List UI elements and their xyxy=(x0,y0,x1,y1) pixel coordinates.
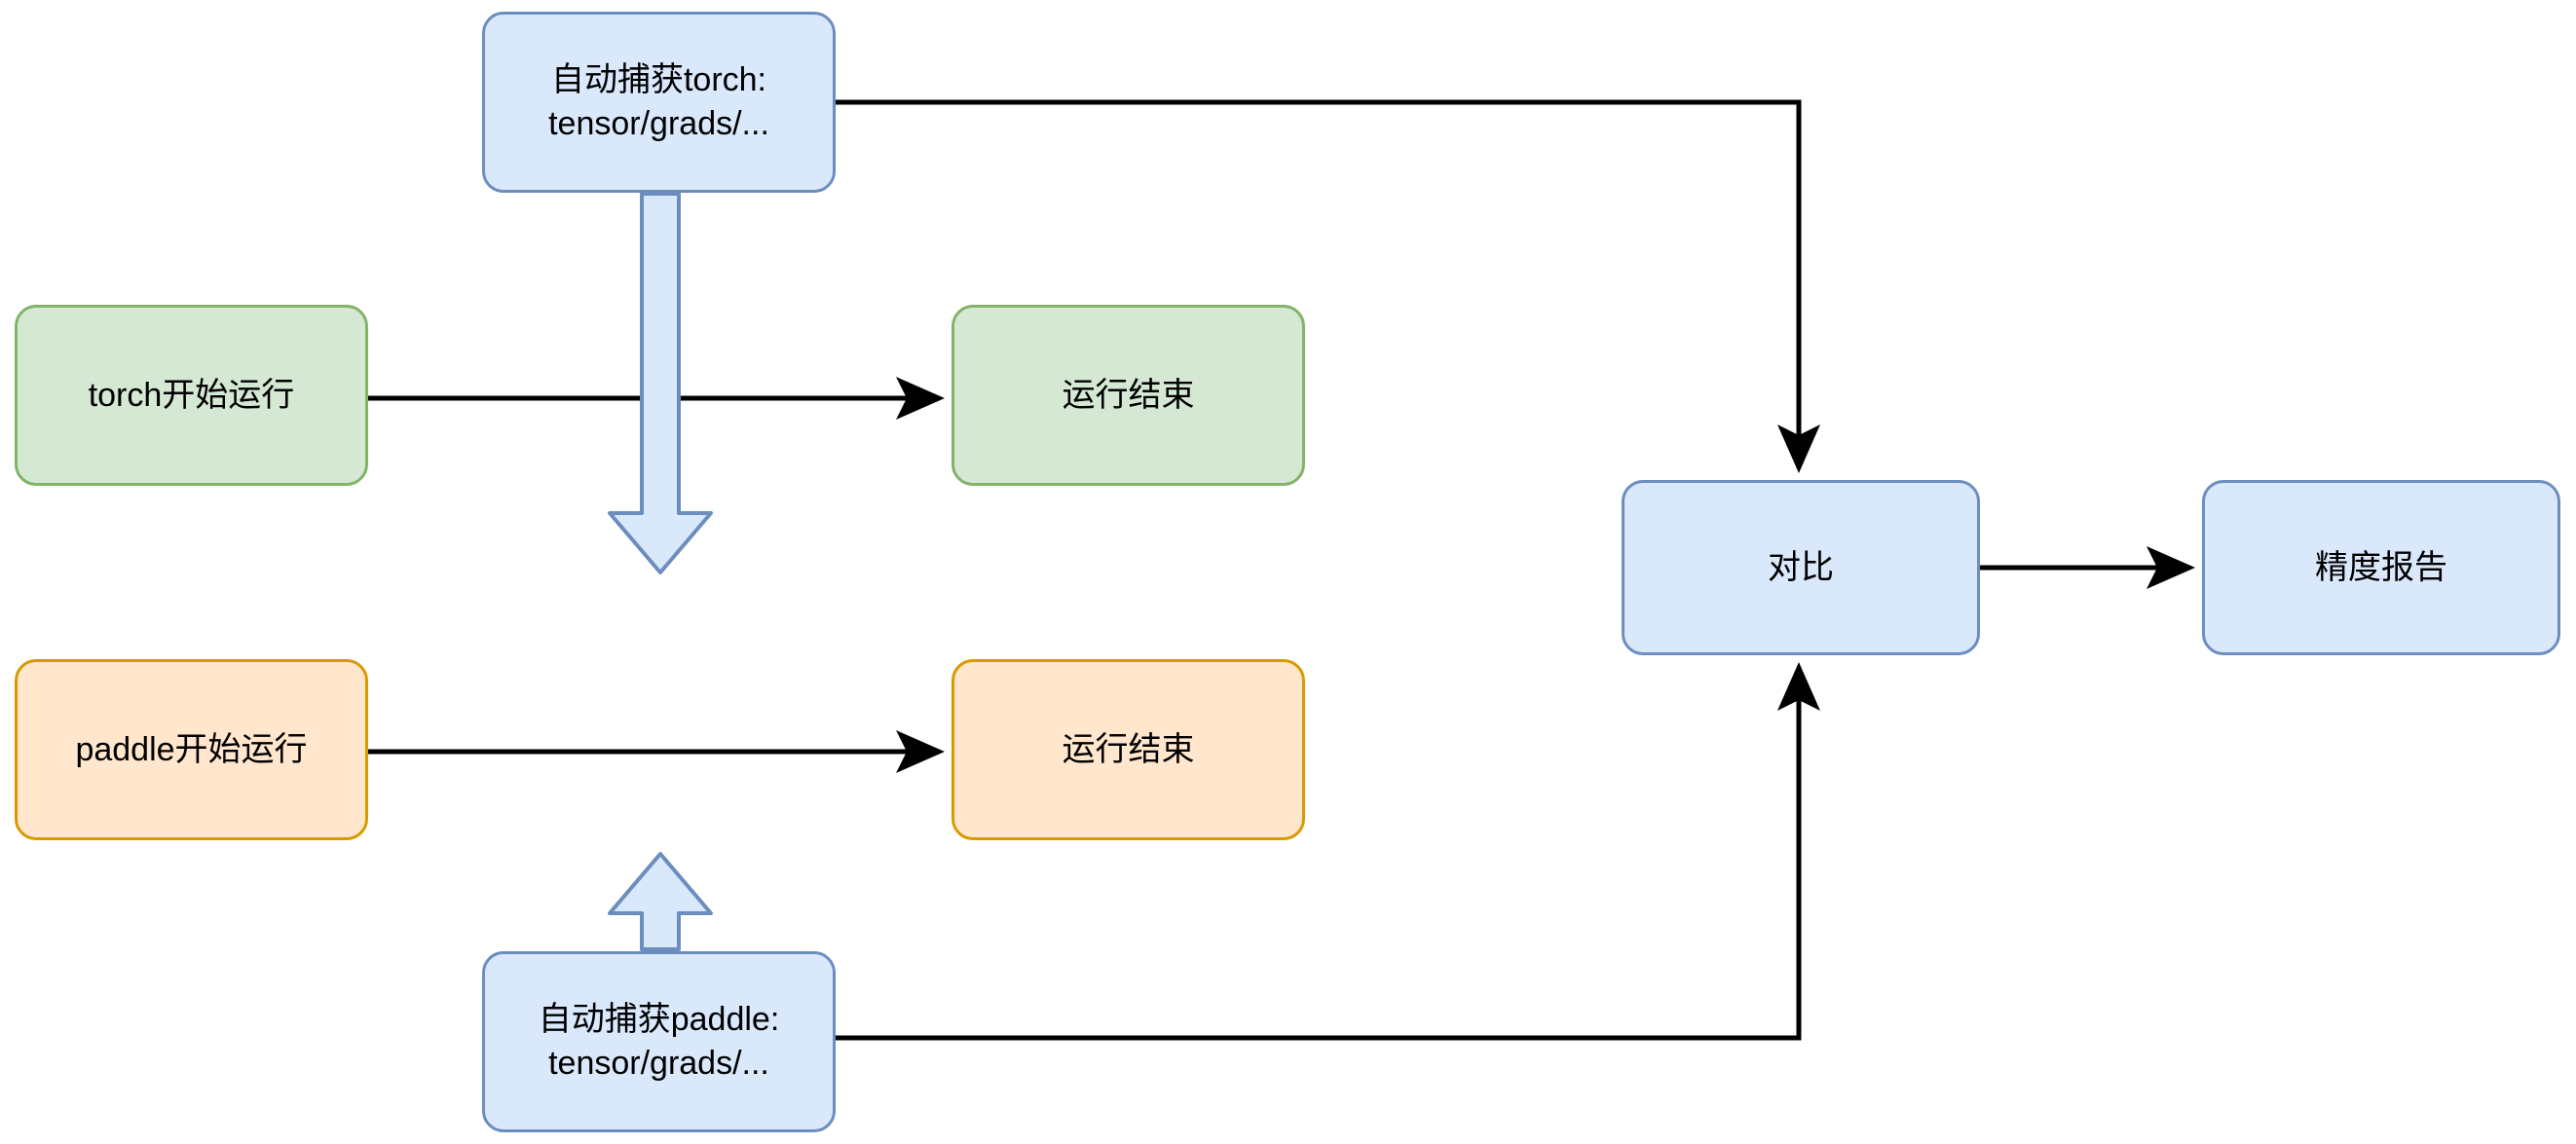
node-paddle-start-label: paddle开始运行 xyxy=(75,730,308,768)
node-torch-start-label: torch开始运行 xyxy=(88,376,295,414)
node-compare[interactable]: 对比 xyxy=(1622,480,1980,655)
block-arrow-down-icon xyxy=(608,192,713,574)
node-capture-torch-label: 自动捕获torch: tensor/grads/... xyxy=(548,61,769,142)
node-capture-paddle[interactable]: 自动捕获paddle: tensor/grads/... xyxy=(482,951,836,1132)
node-accuracy-report[interactable]: 精度报告 xyxy=(2202,480,2560,655)
node-paddle-end[interactable]: 运行结束 xyxy=(952,659,1305,840)
node-torch-start[interactable]: torch开始运行 xyxy=(15,305,368,486)
node-capture-paddle-label: 自动捕获paddle: tensor/grads/... xyxy=(538,1001,780,1082)
node-torch-end-label: 运行结束 xyxy=(1062,376,1195,414)
node-accuracy-report-label: 精度报告 xyxy=(2315,548,2447,586)
node-paddle-start[interactable]: paddle开始运行 xyxy=(15,659,368,840)
node-torch-end[interactable]: 运行结束 xyxy=(952,305,1305,486)
node-compare-label: 对比 xyxy=(1768,548,1834,586)
node-paddle-end-label: 运行结束 xyxy=(1062,730,1195,768)
node-capture-torch[interactable]: 自动捕获torch: tensor/grads/... xyxy=(482,12,836,193)
block-arrow-up-icon xyxy=(608,852,713,951)
